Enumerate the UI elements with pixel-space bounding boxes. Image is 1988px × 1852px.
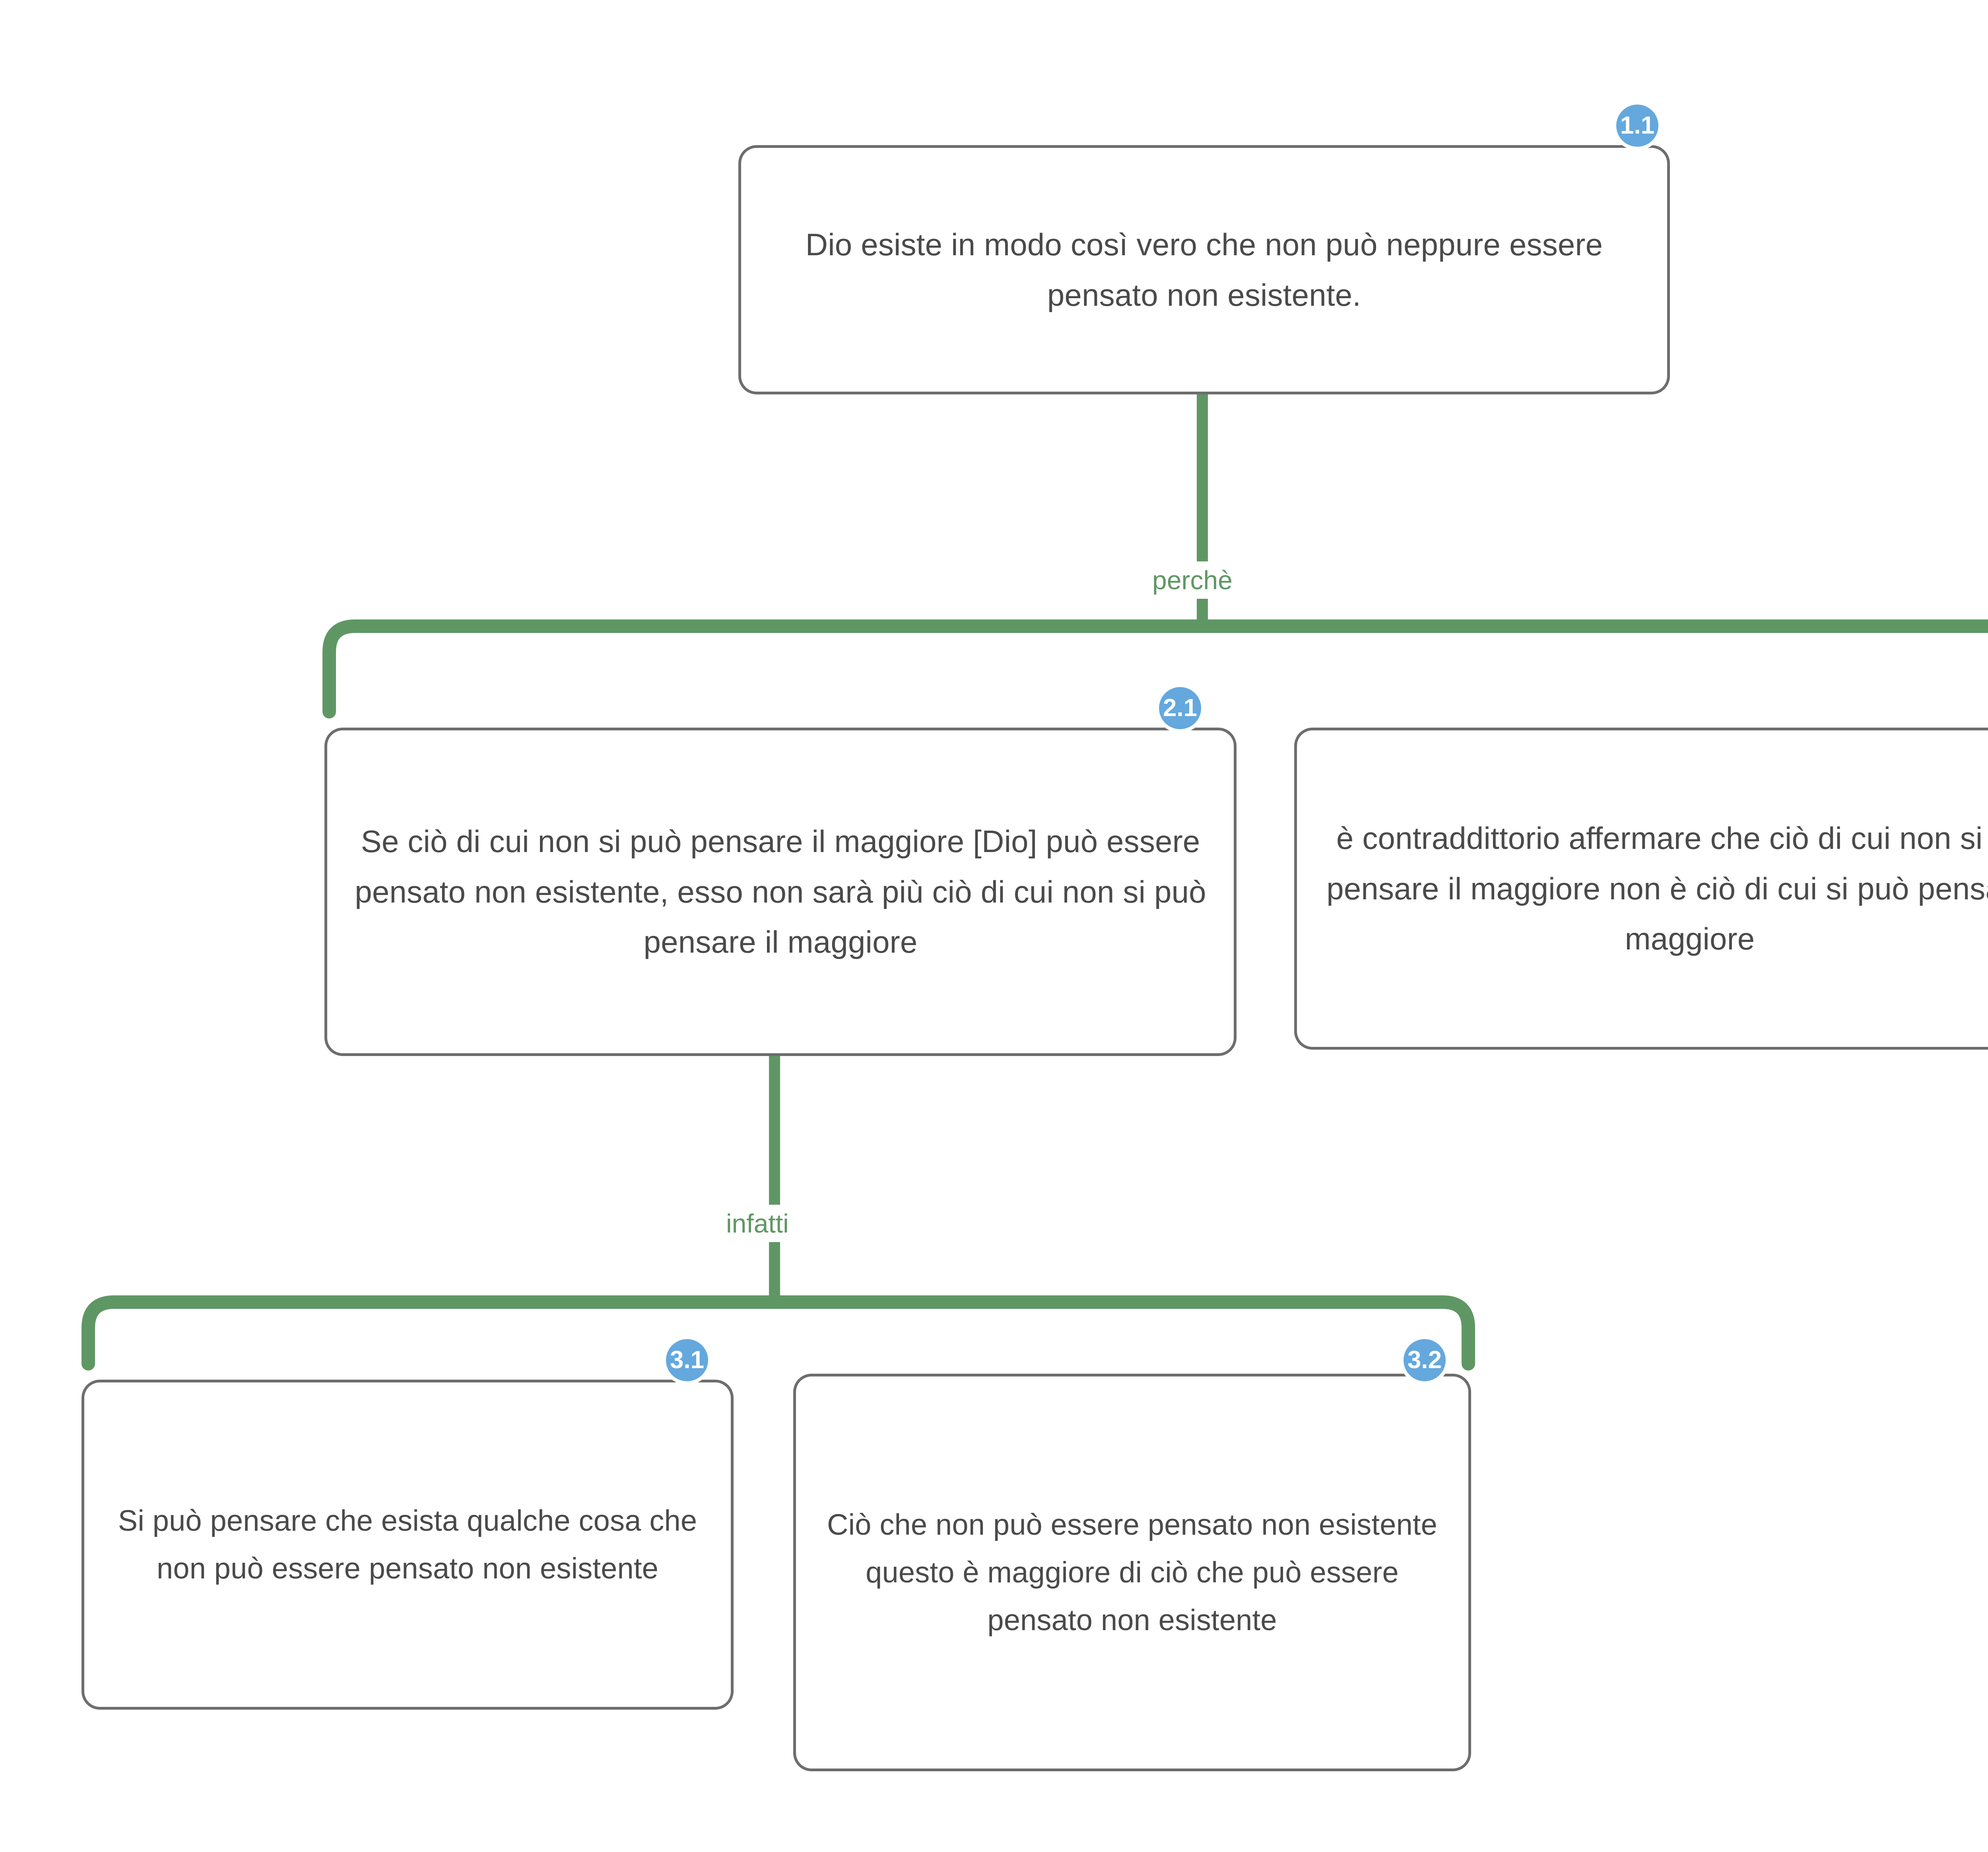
connector-infatti-bracket	[82, 1295, 1475, 1371]
node-badge-1-1-label: 1.1	[1620, 112, 1655, 139]
node-badge-2-1[interactable]: 2.1	[1155, 683, 1205, 733]
node-3-1-text: Si può pensare che esista qualche cosa c…	[118, 1504, 697, 1585]
node-badge-3-2-circle: 3.2	[1400, 1336, 1449, 1385]
node-badge-1-1[interactable]: 1.1	[1613, 101, 1662, 150]
node-badge-2-1-label: 2.1	[1163, 694, 1198, 722]
node-2-1[interactable]: Se ciò di cui non si può pensare il magg…	[324, 728, 1237, 1056]
node-3-2[interactable]: Ciò che non può essere pensato non esist…	[793, 1374, 1471, 1771]
node-2-1-text: Se ciò di cui non si può pensare il magg…	[355, 824, 1206, 960]
node-1-1-text: Dio esiste in modo così vero che non può…	[805, 227, 1603, 313]
node-2-2[interactable]: è contraddittorio affermare che ciò di c…	[1294, 728, 1988, 1050]
edge-label-perche: perchè	[1145, 561, 1240, 599]
connector-perche	[322, 394, 1988, 718]
node-badge-3-2[interactable]: 3.2	[1400, 1336, 1449, 1385]
node-badge-2-1-circle: 2.1	[1155, 683, 1205, 733]
node-badge-3-2-label: 3.2	[1407, 1346, 1442, 1374]
edge-label-infatti-text: infatti	[726, 1209, 789, 1238]
node-1-1[interactable]: Dio esiste in modo così vero che non può…	[738, 145, 1670, 394]
edge-label-perche-text: perchè	[1152, 565, 1233, 595]
node-badge-3-1-circle: 3.1	[662, 1336, 712, 1385]
node-badge-3-1-label: 3.1	[670, 1346, 705, 1374]
node-badge-3-1[interactable]: 3.1	[662, 1336, 712, 1385]
node-3-2-text: Ciò che non può essere pensato non esist…	[827, 1508, 1438, 1637]
node-badge-1-1-circle: 1.1	[1613, 101, 1662, 150]
node-2-2-text: è contraddittorio affermare che ciò di c…	[1326, 821, 1988, 957]
edge-label-infatti: infatti	[719, 1205, 796, 1242]
node-3-1[interactable]: Si può pensare che esista qualche cosa c…	[82, 1380, 734, 1710]
